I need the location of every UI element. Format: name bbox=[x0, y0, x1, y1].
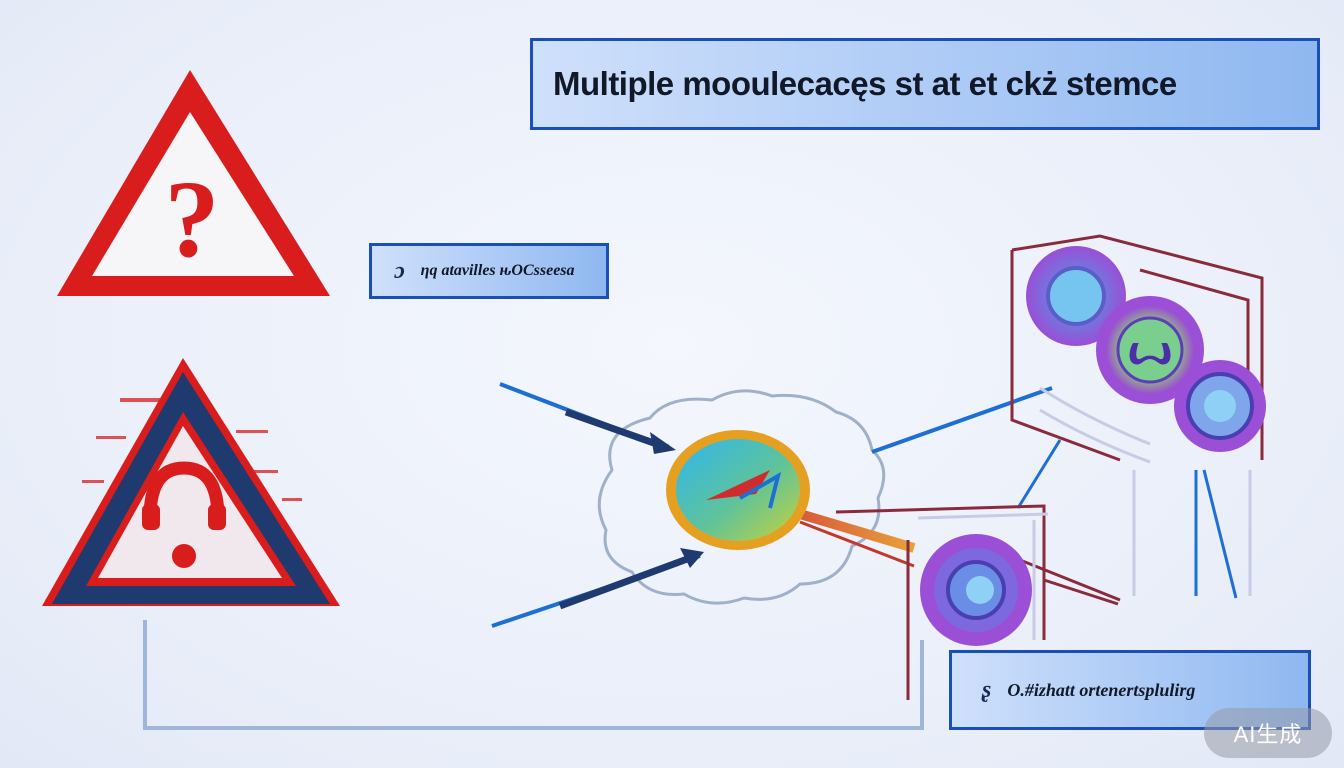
central-node bbox=[666, 430, 810, 550]
callout-top-text: ηq atavilles ԋOCsseesa bbox=[420, 262, 575, 279]
module-frame-bottom bbox=[835, 504, 1119, 700]
module-node-3 bbox=[1174, 360, 1266, 452]
link-line bbox=[1016, 439, 1062, 509]
module-node-1 bbox=[1026, 246, 1126, 346]
module-frame-top-inner bbox=[1039, 386, 1252, 596]
headset-question-icon bbox=[143, 461, 225, 525]
warning-top-glyph: ? bbox=[165, 158, 220, 280]
arrow-incoming-bottom-icon bbox=[491, 548, 704, 628]
callout-label-top: ɔ ηq atavilles ԋOCsseesa bbox=[369, 243, 609, 299]
module-frame-legs bbox=[1194, 469, 1238, 599]
arrow-connector-orange-icon bbox=[798, 509, 916, 568]
callout-bottom-glyph: ʂ bbox=[982, 676, 992, 703]
link-line bbox=[1019, 558, 1121, 602]
warning-triangle-bottom-icon bbox=[42, 358, 340, 606]
module-node-2: ꙍ bbox=[1096, 296, 1204, 404]
connector-line bbox=[143, 620, 924, 730]
watermark-badge: AI生成 bbox=[1204, 708, 1332, 758]
watermark-text: AI生成 bbox=[1233, 722, 1303, 747]
module-node-2-glyph: ꙍ bbox=[1128, 329, 1173, 373]
link-line bbox=[871, 386, 1053, 454]
title-text: Multiple mooulecacęs st at et ckż stemce bbox=[553, 65, 1177, 102]
callout-bottom-text: O.#izhatt ortenertsplulirg bbox=[1007, 679, 1196, 700]
arrow-incoming-top-icon bbox=[499, 382, 676, 454]
module-frame-bottom-inner bbox=[917, 512, 1049, 640]
title-label-box: Multiple mooulecacęs st at et ckż stemce bbox=[530, 38, 1320, 130]
callout-top-glyph: ɔ bbox=[394, 257, 405, 284]
compass-arrow-icon bbox=[706, 470, 770, 500]
module-node-4 bbox=[920, 534, 1032, 646]
warning-triangle-top-icon: ? bbox=[57, 70, 330, 296]
